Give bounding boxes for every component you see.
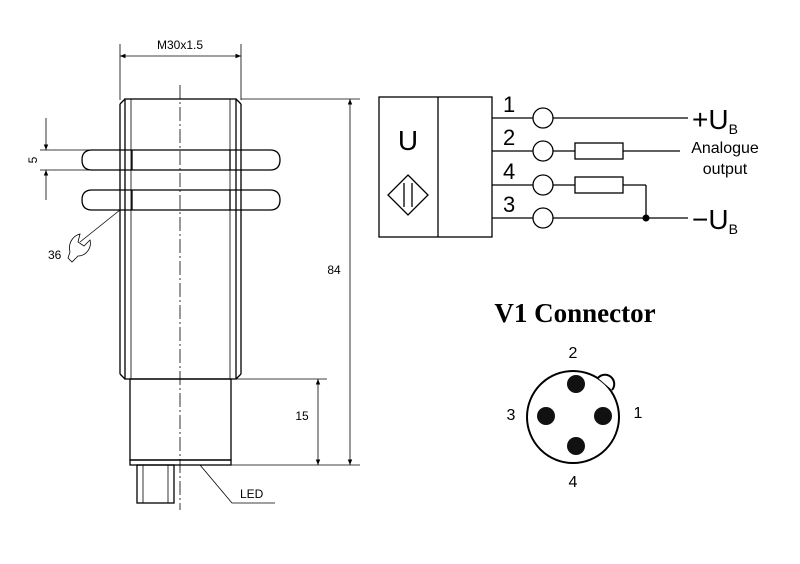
led-label: LED [240,487,264,501]
led-ring [129,459,232,466]
terminal-1 [532,107,554,129]
chamfer-bottom-right [235,373,242,380]
contact-2 [567,375,585,393]
chamfer-right [235,98,242,105]
connector-face [526,370,620,464]
led-leader-line [199,464,275,504]
chamfer-bottom-left [119,373,126,380]
contact-4 [567,437,585,455]
nut-thickness-label: 5 [26,156,40,163]
connector-plug [136,464,175,504]
plus-supply-label: +UB [692,104,738,137]
threaded-barrel [124,98,237,380]
nut-lower [81,189,281,211]
terminal-4 [532,174,554,196]
contact-3 [537,407,555,425]
connector-title: V1 Connector [494,298,655,328]
nut-upper [81,149,281,171]
connector-pin-3-label: 3 [507,407,516,424]
chamfer-left [119,98,126,105]
wiring-diagram: U 1 2 4 3 +UB A [378,92,759,238]
terminal-3 [532,207,554,229]
analogue-label-line2: output [703,161,748,178]
connector-pin-4-label: 4 [569,474,578,491]
minus-supply-label: −UB [692,204,738,237]
inductive-sensor-icon [387,174,429,216]
thread-label: M30x1.5 [157,38,203,52]
junction-dot [642,214,650,222]
sensor-block [378,96,493,238]
wrench-icon [67,233,91,263]
wrench-size-label: 36 [48,248,62,262]
connector-key-notch [597,373,616,391]
load-resistor-4 [574,176,624,194]
contact-1 [594,407,612,425]
pin-number-3: 3 [503,192,515,217]
pin-number-1: 1 [503,92,515,117]
connector-pin-2-label: 2 [569,345,578,362]
connector-pin-1-label: 1 [634,405,643,422]
connector-view: V1 Connector 2 3 1 4 [494,298,655,491]
terminal-2 [532,140,554,162]
cap-length-label: 15 [295,409,309,423]
analogue-label-line1: Analogue [691,140,759,157]
sensor-block-letter: U [398,125,418,156]
sensor-drawing: M30x1.5 5 36 84 15 LED [26,38,360,510]
sensor-cap [129,378,232,461]
length-label: 84 [327,263,341,277]
load-resistor-2 [574,142,624,160]
pin-number-4: 4 [503,159,515,184]
pin-number-2: 2 [503,125,515,150]
